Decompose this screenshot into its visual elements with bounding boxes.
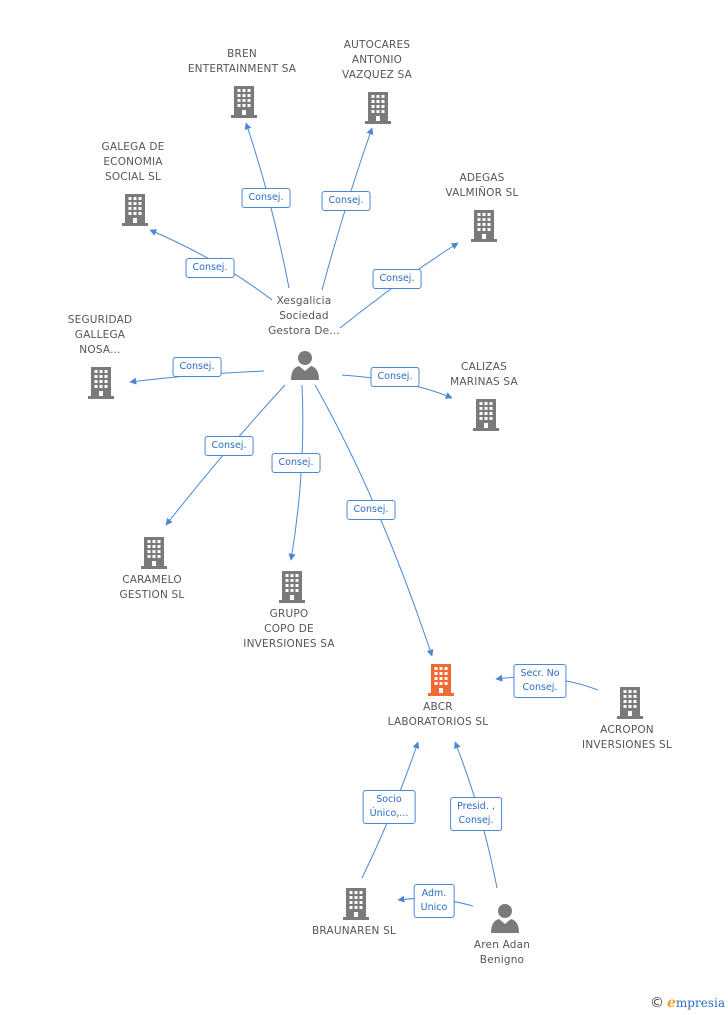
company-calizas-label[interactable]: CALIZAS MARINAS SA — [450, 361, 518, 388]
company-grupo-label[interactable]: GRUPO COPO DE INVERSIONES SA — [243, 608, 335, 650]
building-icon[interactable] — [342, 886, 370, 920]
building-icon[interactable] — [364, 90, 392, 124]
brand-initial: e — [667, 995, 676, 1011]
building-icon[interactable] — [472, 397, 500, 431]
person-aren-label[interactable]: Aren Adan Benigno — [473, 939, 531, 966]
company-adegas-label[interactable]: ADEGAS VALMIÑOR SL — [445, 172, 519, 199]
company-bren-label[interactable]: BREN ENTERTAINMENT SA — [187, 48, 297, 75]
building-icon[interactable] — [87, 365, 115, 399]
relation-label-braunaren-abcr[interactable]: Socio Único,... — [362, 790, 416, 824]
relation-label-aren-braunaren[interactable]: Adm. Unico — [413, 884, 455, 918]
person-xesgalicia-label[interactable]: Xesgalicia Sociedad Gestora De... — [268, 295, 340, 337]
relation-label-galega[interactable]: Consej. — [185, 258, 235, 278]
building-icon[interactable] — [616, 685, 644, 719]
company-galega-label[interactable]: GALEGA DE ECONOMIA SOCIAL SL — [101, 141, 165, 183]
relation-label-seguridad[interactable]: Consej. — [172, 357, 222, 377]
relation-label-grupo[interactable]: Consej. — [271, 453, 321, 473]
relation-label-acropon-abcr[interactable]: Secr. No Consej. — [513, 664, 567, 698]
person-icon[interactable] — [289, 349, 321, 381]
building-icon[interactable] — [230, 84, 258, 118]
person-icon[interactable] — [489, 902, 521, 934]
relation-label-abcr[interactable]: Consej. — [346, 500, 396, 520]
company-seguridad-label[interactable]: SEGURIDAD GALLEGA NOSA... — [67, 314, 133, 356]
brand-credit[interactable]: ©empresia — [650, 995, 725, 1011]
copyright-symbol: © — [650, 995, 664, 1011]
relation-label-autocares[interactable]: Consej. — [321, 191, 371, 211]
relation-label-adegas[interactable]: Consej. — [372, 269, 422, 289]
building-icon[interactable] — [140, 535, 168, 569]
relation-label-aren-abcr[interactable]: Presid. , Consej. — [450, 797, 502, 831]
relation-label-caramelo[interactable]: Consej. — [204, 436, 254, 456]
building-icon[interactable] — [278, 569, 306, 603]
company-caramelo-label[interactable]: CARAMELO GESTION SL — [119, 574, 185, 601]
building-icon[interactable] — [470, 208, 498, 242]
building-icon-focus[interactable] — [427, 662, 455, 696]
relation-label-calizas[interactable]: Consej. — [370, 367, 420, 387]
relation-label-bren[interactable]: Consej. — [241, 188, 291, 208]
company-abcr-label[interactable]: ABCR LABORATORIOS SL — [387, 701, 489, 728]
company-autocares-label[interactable]: AUTOCARES ANTONIO VAZQUEZ SA — [341, 39, 413, 81]
brand-name: mpresia — [675, 996, 725, 1010]
company-braunaren-label[interactable]: BRAUNAREN SL — [311, 925, 397, 937]
building-icon[interactable] — [121, 192, 149, 226]
company-acropon-label[interactable]: ACROPON INVERSIONES SL — [582, 724, 672, 751]
